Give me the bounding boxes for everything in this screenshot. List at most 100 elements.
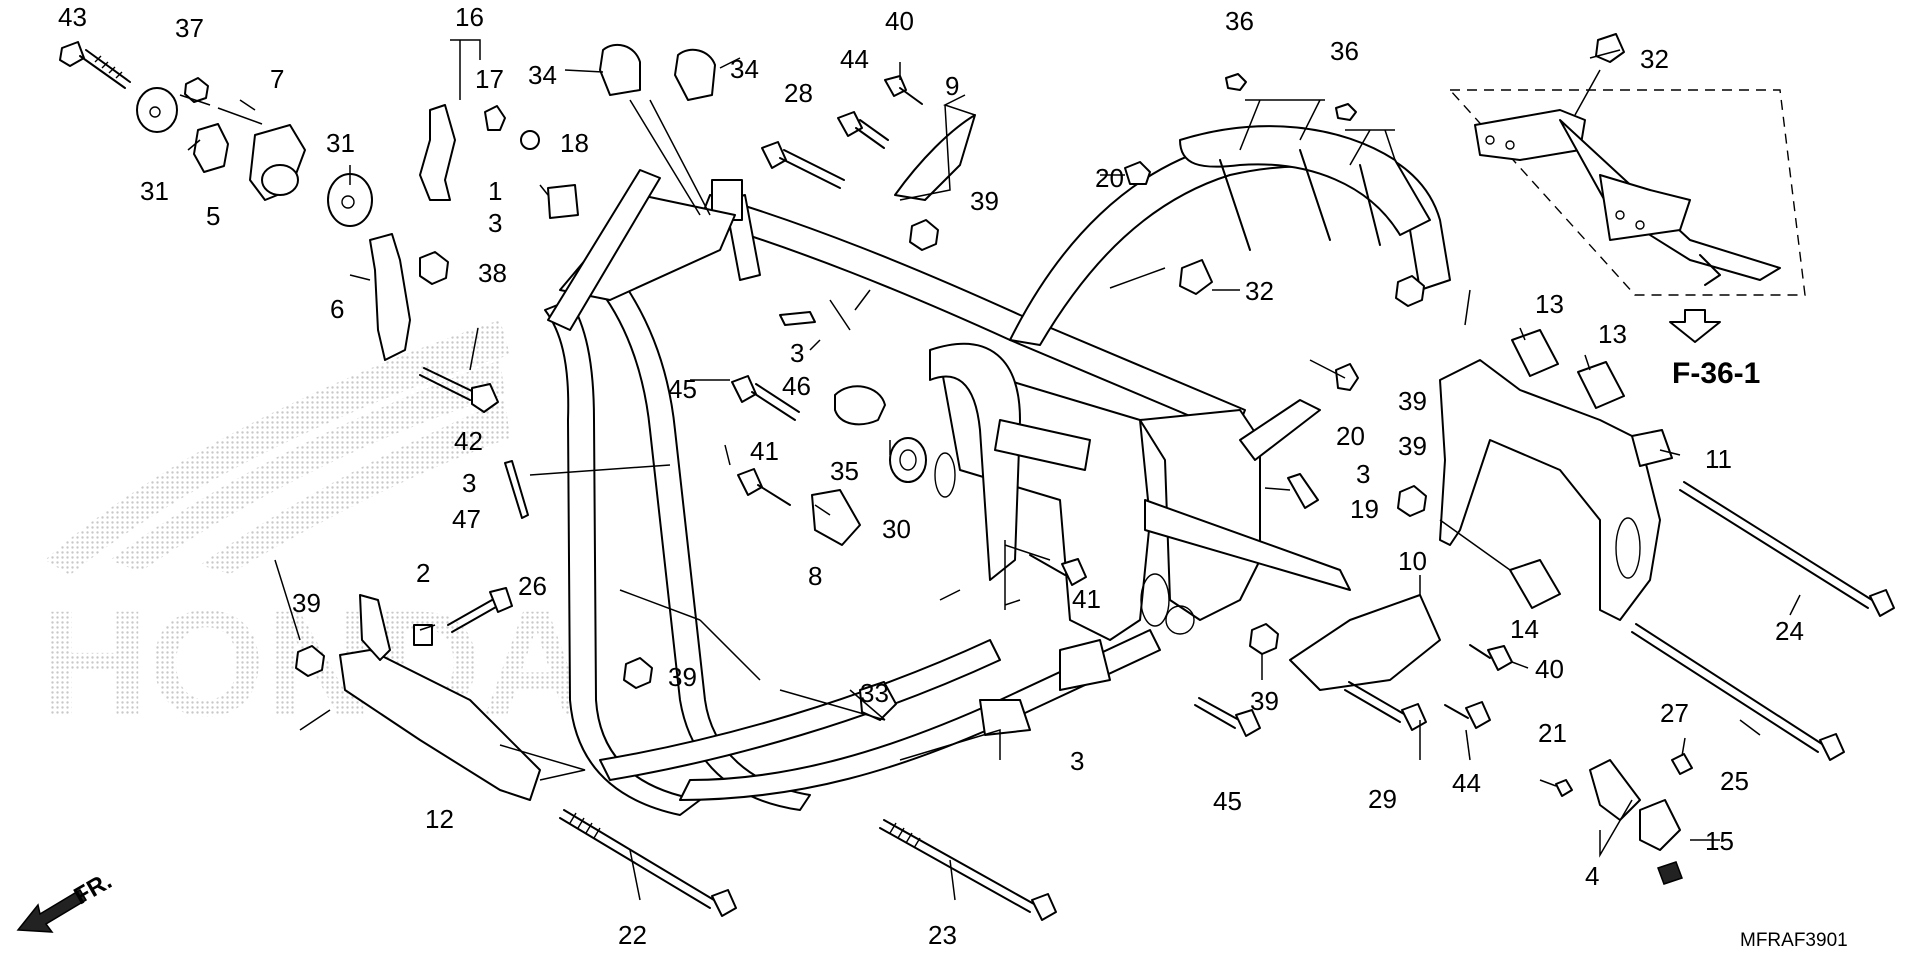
callout-21: 21 — [1538, 718, 1567, 748]
callout-43: 43 — [58, 2, 87, 32]
callout-4: 4 — [1585, 861, 1599, 891]
part-42-bolt — [419, 367, 499, 413]
part-27-screw — [1671, 753, 1693, 775]
part-47-strip — [504, 460, 529, 519]
callout-32-a: 32 — [1245, 276, 1274, 306]
callout-17: 17 — [475, 64, 504, 94]
callout-3-e: 3 — [1070, 746, 1084, 776]
part-39-nut-f — [1249, 623, 1279, 655]
callout-45-b: 45 — [1213, 786, 1242, 816]
part-38-nut — [419, 251, 449, 285]
part-9-plate — [894, 114, 976, 201]
callout-14: 14 — [1510, 614, 1539, 644]
part-20-grommet-a — [1124, 161, 1151, 185]
part-41-bolt-a — [737, 468, 791, 506]
callout-31b: 31 — [326, 128, 355, 158]
part-16-bracket — [419, 104, 456, 201]
part-22-long-bolt — [559, 809, 737, 917]
callout-34-b: 34 — [730, 54, 759, 84]
part-39-nut-d — [1395, 275, 1425, 307]
callout-20-b: 20 — [1336, 421, 1365, 451]
callout-15: 15 — [1705, 826, 1734, 856]
part-33-clip — [859, 681, 897, 721]
part-39-nut-a — [909, 219, 939, 251]
part-13-rubber-b — [1577, 361, 1625, 409]
callout-9: 9 — [945, 71, 959, 101]
part-45-bolt-b — [1194, 697, 1261, 737]
callout-6: 6 — [330, 294, 344, 324]
part-36-cap-b — [1335, 103, 1357, 121]
callout-39-b: 39 — [1398, 386, 1427, 416]
callout-19: 19 — [1350, 494, 1379, 524]
part-6-bracket — [369, 233, 411, 361]
callout-24: 24 — [1775, 616, 1804, 646]
reference-arrow: F-36-1 — [1669, 309, 1760, 390]
part-25-long-bolt — [1631, 623, 1845, 761]
callout-26: 26 — [518, 571, 547, 601]
part-21-screw — [1555, 779, 1573, 797]
callout-39-d: 39 — [1250, 686, 1279, 716]
part-28-bolt — [761, 141, 845, 189]
part-20-grommet-b — [1335, 363, 1359, 391]
part-19-pad — [1287, 473, 1319, 509]
callout-3-a: 3 — [488, 208, 502, 238]
callout-11: 11 — [1705, 444, 1732, 474]
part-29-bolt — [1344, 681, 1427, 731]
key-icon — [1657, 861, 1683, 885]
part-31-washer — [136, 87, 178, 133]
part-40-bolt — [884, 75, 923, 105]
sub-assembly-box — [1448, 89, 1806, 296]
part-11-collar — [1631, 429, 1673, 467]
callout-37: 37 — [175, 13, 204, 43]
part-39-nut-c — [623, 657, 653, 689]
part-44-bolt-b — [1444, 701, 1491, 729]
part-39-nut-e — [1397, 485, 1427, 517]
part-34-clamp-b — [674, 48, 716, 101]
front-direction-indicator: FR. — [16, 867, 116, 933]
part-13-rubber-a — [1511, 329, 1559, 377]
callout-3-d: 3 — [1356, 459, 1370, 489]
part-32-clip-b — [1595, 33, 1625, 63]
callout-39-a: 39 — [970, 186, 999, 216]
callout-33: 33 — [860, 678, 889, 708]
part-8-plate — [811, 489, 861, 546]
callout-27: 27 — [1660, 698, 1689, 728]
callout-44-b: 44 — [1452, 768, 1481, 798]
callout-39-e: 39 — [668, 662, 697, 692]
callout-8: 8 — [808, 561, 822, 591]
part-44-bolt — [837, 111, 889, 149]
honda-wing-watermark: HONDA — [40, 320, 590, 747]
part-23-long-bolt — [879, 819, 1057, 921]
part-41-bolt-b — [1029, 554, 1087, 586]
callout-34-a: 34 — [528, 60, 557, 90]
callout-18: 18 — [560, 128, 589, 158]
callout-36-a: 36 — [1225, 6, 1254, 36]
callout-35: 35 — [830, 456, 859, 486]
part-39-nut-b — [295, 645, 325, 677]
part-43-bolt — [59, 41, 131, 89]
callout-28: 28 — [784, 78, 813, 108]
callout-42: 42 — [454, 426, 483, 456]
part-40-bolt-b — [1469, 644, 1513, 671]
callout-45-a: 45 — [668, 374, 697, 404]
callout-2: 2 — [416, 558, 430, 588]
part-35-clamp — [834, 385, 886, 426]
callout-3-b: 3 — [790, 338, 804, 368]
part-5-rubber — [193, 123, 229, 173]
callout-20-a: 20 — [1095, 163, 1124, 193]
part-26-bolt — [447, 587, 513, 633]
diagram-code: MFRAF3901 — [1740, 930, 1848, 951]
callout-44-a: 44 — [840, 44, 869, 74]
callout-labels: 43 37 7 31 5 31 38 6 42 16 17 18 1 3 34 … — [58, 2, 1804, 950]
callout-5: 5 — [206, 201, 220, 231]
part-46-shim — [779, 311, 816, 326]
part-4-bracket — [1589, 759, 1641, 821]
callout-7: 7 — [270, 64, 284, 94]
callout-38: 38 — [478, 258, 507, 288]
part-2-collar — [413, 624, 433, 646]
part-45-bolt-a — [731, 375, 800, 421]
callout-25: 25 — [1720, 766, 1749, 796]
front-arrow-icon — [16, 888, 88, 933]
callout-13-b: 13 — [1598, 319, 1627, 349]
